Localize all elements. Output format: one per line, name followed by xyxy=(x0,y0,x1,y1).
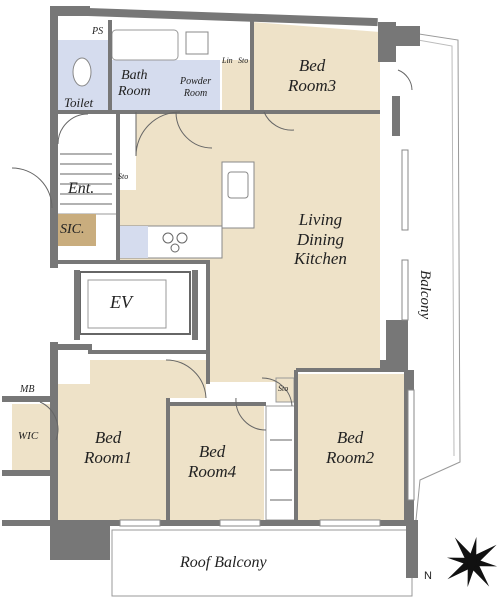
balcony-outline xyxy=(379,27,461,581)
roof-balcony-outline xyxy=(111,529,413,597)
entrance-label: Ent. xyxy=(68,180,95,197)
ev-inner xyxy=(87,279,167,329)
sic-fill xyxy=(56,214,96,246)
kitchen-sink xyxy=(227,171,249,199)
windows xyxy=(119,149,415,527)
bedroom4-label: Bed Room4 xyxy=(188,442,237,481)
wic-fill xyxy=(12,404,52,470)
powder-fill xyxy=(180,60,220,110)
lin-fill xyxy=(222,60,250,110)
ev-box xyxy=(79,271,191,335)
compass-icon xyxy=(446,536,498,588)
sic-label: SIC. xyxy=(60,222,85,237)
bath-tub xyxy=(111,29,179,61)
washbasin xyxy=(185,31,209,55)
balcony-label: Balcony xyxy=(417,270,434,320)
powder-room-label: Powder Room xyxy=(180,76,212,99)
ev-label: EV xyxy=(110,292,132,312)
closet-hatching xyxy=(60,153,292,501)
bath-fill xyxy=(110,60,180,110)
fridge xyxy=(118,226,148,258)
wic-label: WIC xyxy=(18,430,39,442)
toilet-label: Toilet xyxy=(64,95,94,110)
sto-label-bedroom2: Sto xyxy=(278,384,289,393)
bedroom3-label: Bed Room3 xyxy=(288,56,337,95)
roof-balcony-label: Roof Balcony xyxy=(180,554,267,571)
compass-north-label: N xyxy=(424,570,432,582)
bedroom4-fill xyxy=(170,406,264,520)
bath-room-label: Bath Room xyxy=(118,68,151,100)
ldk-fill xyxy=(118,112,380,382)
ps-label: PS xyxy=(92,26,104,37)
door-swings xyxy=(11,69,413,441)
mb-label: MB xyxy=(20,384,35,395)
bedroom1-fill xyxy=(56,360,206,520)
bedroom1-label: Bed Room1 xyxy=(84,428,133,467)
ldk-label: Living Dining Kitchen xyxy=(294,210,347,269)
entrance-fill xyxy=(55,111,119,215)
sto-label-linen: Sto xyxy=(238,56,249,65)
lin-label: Lin xyxy=(222,56,233,65)
sto-label-kitchen: Sto xyxy=(118,172,129,181)
closet-a xyxy=(265,405,297,521)
bedroom2-label: Bed Room2 xyxy=(326,428,375,467)
bedroom3-fill xyxy=(252,22,380,112)
stove-icon xyxy=(162,232,188,253)
bedroom2-fill xyxy=(296,374,408,520)
toilet-bowl xyxy=(72,57,92,87)
